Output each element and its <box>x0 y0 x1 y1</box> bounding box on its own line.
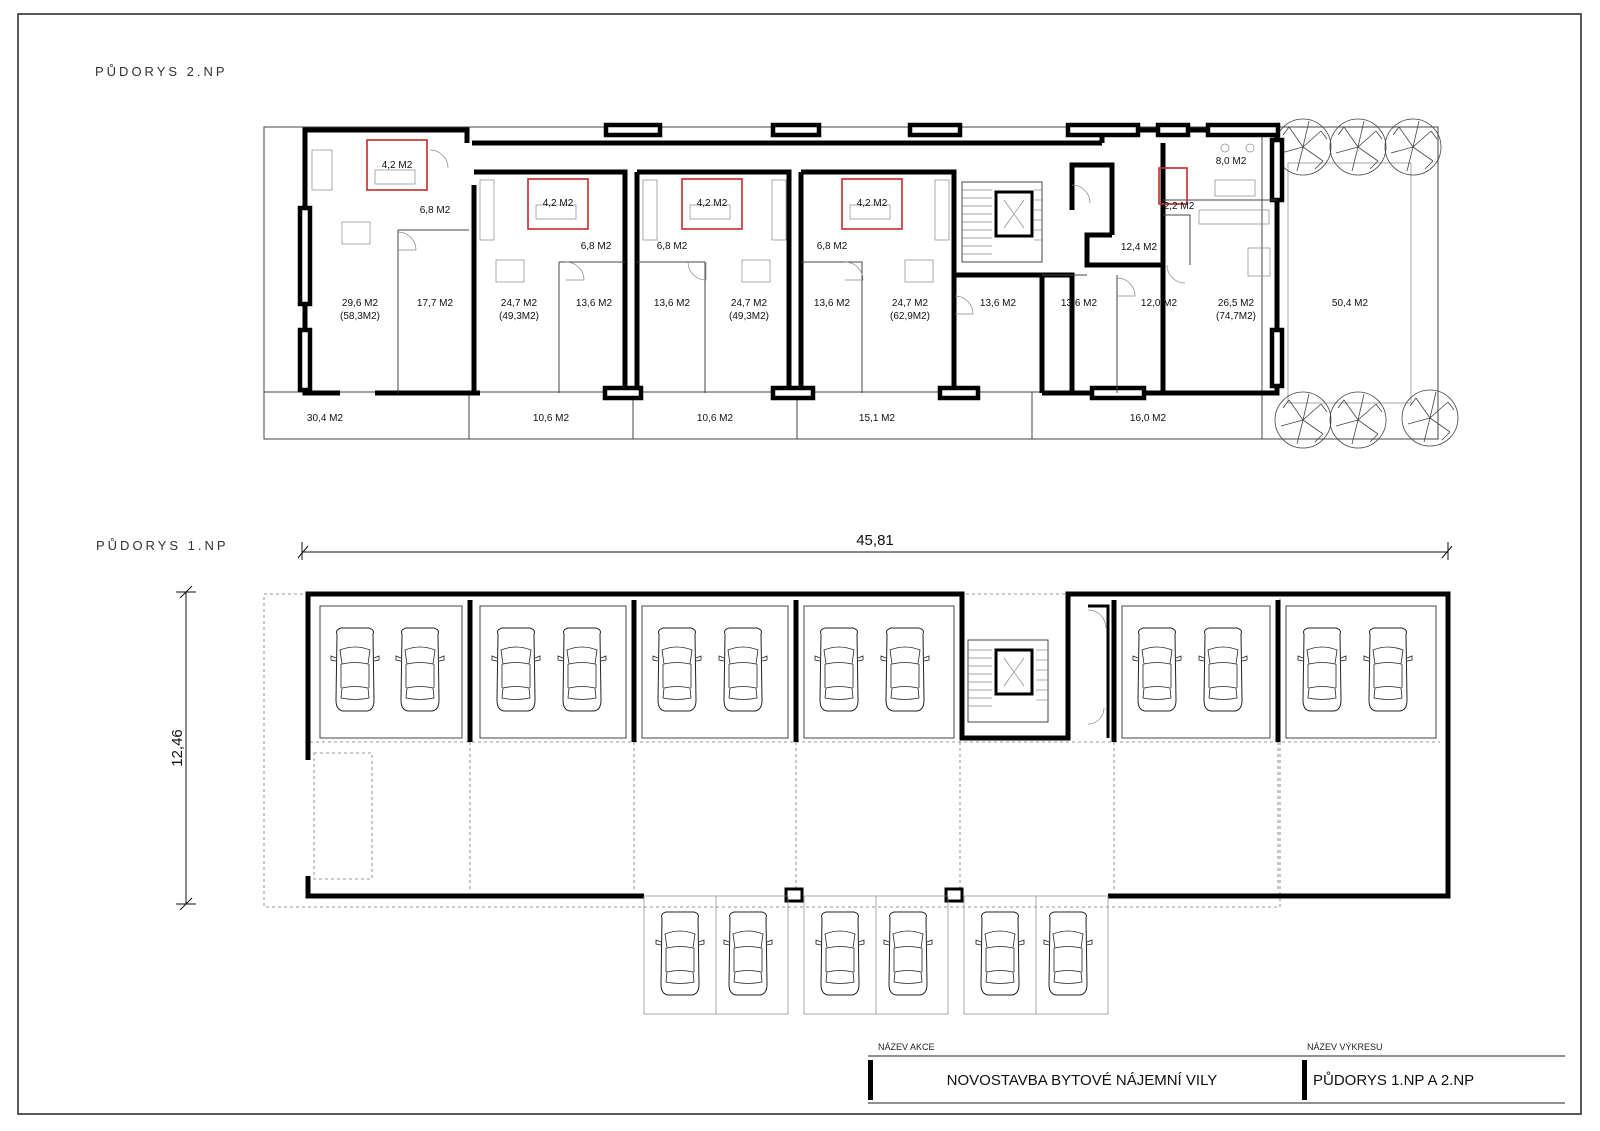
height-dimension-value: 12,46 <box>169 729 186 767</box>
sheet-frame <box>17 13 1582 1115</box>
room-area-label: 4,2 M2 <box>543 198 574 209</box>
floor2-title: PŮDORYS 2.NP <box>95 64 228 79</box>
floor1-title: PŮDORYS 1.NP <box>96 538 229 553</box>
floor1-plan <box>263 591 1451 1015</box>
room-area-label: 4,2 M2 <box>697 198 728 209</box>
width-dimension: 45,81 <box>297 532 1453 560</box>
room-area-label: 24,7 M2 <box>501 298 538 309</box>
room-area-label: 13,6 M2 <box>814 298 851 309</box>
terrace-area-label: 16,0 M2 <box>1130 413 1167 424</box>
room-area-label: 24,7 M2 <box>892 298 929 309</box>
room-area-label: 13,6 M2 <box>1061 298 1098 309</box>
room-area-label: (74,7M2) <box>1216 311 1256 322</box>
room-area-label: 6,8 M2 <box>420 205 451 216</box>
room-area-label: 12,0 M2 <box>1141 298 1178 309</box>
terrace-area-label: 15,1 M2 <box>859 413 896 424</box>
drawing-caption: NÁZEV VÝKRESU <box>1307 1042 1383 1052</box>
room-area-label: 17,7 M2 <box>417 298 454 309</box>
room-area-label: 2,2 M2 <box>1164 201 1195 212</box>
floor2-room-labels: 4,2 M2 6,8 M2 29,6 M2 (58,3M2) 17,7 M2 4… <box>307 156 1369 424</box>
room-area-label: 26,5 M2 <box>1218 298 1255 309</box>
title-block: NÁZEV AKCE NOVOSTAVBA BYTOVÉ NÁJEMNÍ VIL… <box>868 1042 1565 1104</box>
room-area-label: 6,8 M2 <box>657 241 688 252</box>
width-dimension-value: 45,81 <box>856 532 894 549</box>
height-dimension: 12,46 <box>169 585 196 911</box>
room-area-label: 29,6 M2 <box>342 298 379 309</box>
room-area-label: (58,3M2) <box>340 311 380 322</box>
terrace-area-label: 10,6 M2 <box>697 413 734 424</box>
room-area-label: 12,4 M2 <box>1121 242 1158 253</box>
room-area-label: 13,6 M2 <box>576 298 613 309</box>
project-caption: NÁZEV AKCE <box>878 1042 935 1052</box>
room-area-label: 6,8 M2 <box>817 241 848 252</box>
room-area-label: 24,7 M2 <box>731 298 768 309</box>
room-area-label: 4,2 M2 <box>857 198 888 209</box>
room-area-label: 13,6 M2 <box>654 298 691 309</box>
room-area-label: 8,0 M2 <box>1216 156 1247 167</box>
terrace-area-label: 30,4 M2 <box>307 413 344 424</box>
floor2-plan <box>263 118 1459 449</box>
room-area-label: (49,3M2) <box>499 311 539 322</box>
room-area-label: 50,4 M2 <box>1332 298 1369 309</box>
terrace-area-label: 10,6 M2 <box>533 413 570 424</box>
room-area-label: 6,8 M2 <box>581 241 612 252</box>
room-area-label: (49,3M2) <box>729 311 769 322</box>
project-name: NOVOSTAVBA BYTOVÉ NÁJEMNÍ VILY <box>947 1072 1218 1089</box>
room-area-label: (62,9M2) <box>890 311 930 322</box>
room-area-label: 13,6 M2 <box>980 298 1017 309</box>
room-area-label: 4,2 M2 <box>382 160 413 171</box>
drawing-name: PŮDORYS 1.NP A 2.NP <box>1313 1071 1474 1089</box>
